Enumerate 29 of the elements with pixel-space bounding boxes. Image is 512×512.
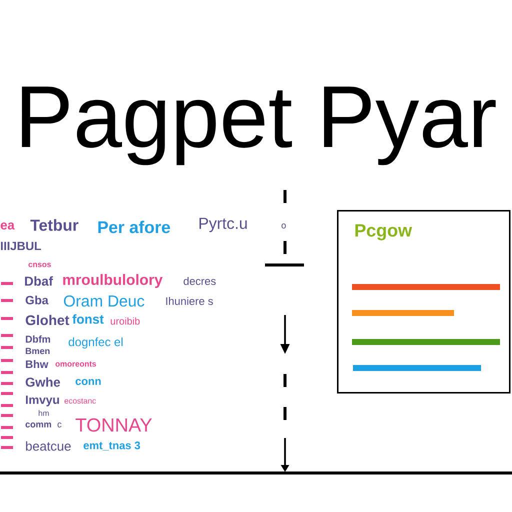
text-label: Bhw bbox=[26, 360, 48, 368]
text-label: Dbfm bbox=[26, 335, 50, 343]
text-label: conn bbox=[76, 379, 101, 385]
text-label: c bbox=[58, 422, 62, 428]
text-label: ea bbox=[0, 222, 15, 230]
text-label: Oram Deuc bbox=[64, 295, 144, 307]
text-label: Bmen bbox=[26, 348, 50, 354]
text-label: Dbaf bbox=[25, 276, 53, 286]
text-label: Gba bbox=[26, 296, 49, 304]
text-label: uroibib bbox=[110, 317, 140, 325]
text-label: emt_tnas 3 bbox=[84, 442, 140, 450]
text-label: beatcue bbox=[26, 441, 71, 451]
text-label: Per afore bbox=[98, 220, 170, 234]
text-label: comm bbox=[26, 422, 52, 428]
text-label: Glohet bbox=[26, 314, 70, 326]
text-label: Gwhe bbox=[26, 377, 60, 387]
chart-panel: Pcgow bbox=[337, 210, 511, 394]
text-label: IIIJBUL bbox=[1, 242, 42, 250]
text-label: dognfec el bbox=[68, 337, 123, 349]
text-label: decres bbox=[184, 276, 216, 286]
text-label: Tetbur bbox=[30, 219, 78, 231]
title: Pagpet Pyar bbox=[22, 86, 496, 166]
text-label: Pyrtc.u bbox=[200, 218, 247, 232]
text-label: TONNAY bbox=[76, 418, 152, 432]
text-label: Ihuniere s bbox=[166, 296, 213, 306]
text-label: fonst bbox=[72, 314, 104, 324]
text-label: mroulbulolory bbox=[63, 274, 163, 288]
text-label: Imvyu bbox=[26, 396, 59, 406]
text-label: o bbox=[282, 224, 286, 228]
